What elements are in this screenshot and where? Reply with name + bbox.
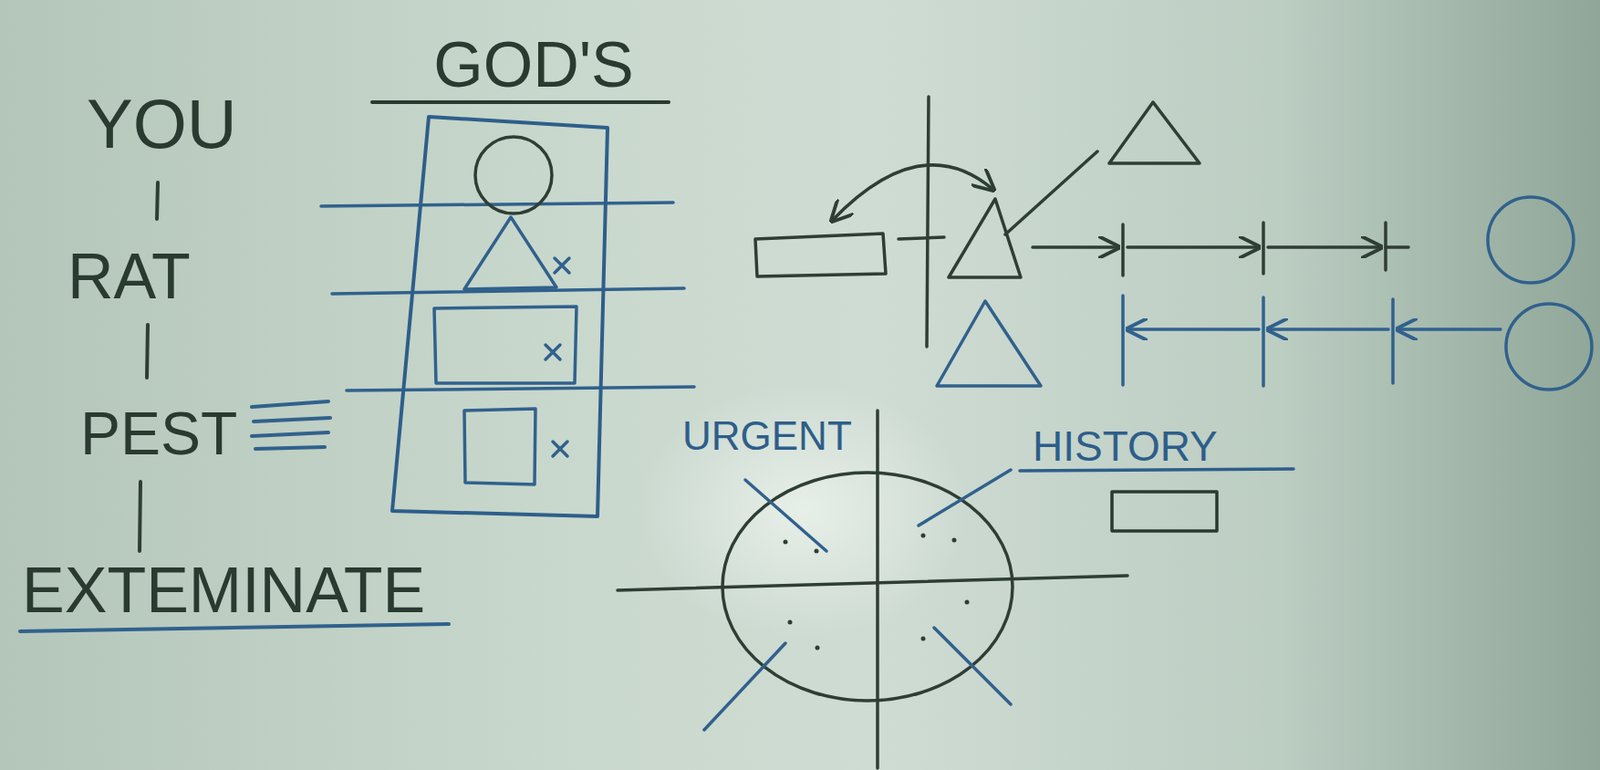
quadrant-dots xyxy=(783,533,970,651)
handwritten-label: PEST xyxy=(80,403,238,464)
quadrant-strokes xyxy=(704,469,1011,730)
flow-sketch xyxy=(755,96,1409,347)
rank-lines xyxy=(321,202,695,391)
history-box: HISTORY xyxy=(1019,425,1276,539)
history-rect xyxy=(1111,491,1217,531)
node-outline xyxy=(369,32,698,520)
heading-underline xyxy=(372,100,669,104)
column-outline xyxy=(392,116,608,517)
handwritten-label: YOU xyxy=(86,89,238,159)
node-heading: GOD'S xyxy=(369,32,698,97)
handwritten-label: URGENT xyxy=(682,415,852,457)
rank-column: GOD'S xyxy=(369,32,698,520)
rank-figures xyxy=(475,136,552,214)
chain-lines xyxy=(139,182,158,551)
node-heading: HISTORY xyxy=(1019,425,1276,468)
underline xyxy=(20,623,449,632)
pest-lines xyxy=(251,401,331,449)
handwritten-label: EXTEMINATE xyxy=(21,558,426,623)
handwritten-label: RAT xyxy=(67,244,191,309)
flow-sketch-blue xyxy=(936,197,1592,390)
rank-shapes xyxy=(434,217,577,485)
heading-underline xyxy=(1019,468,1294,471)
